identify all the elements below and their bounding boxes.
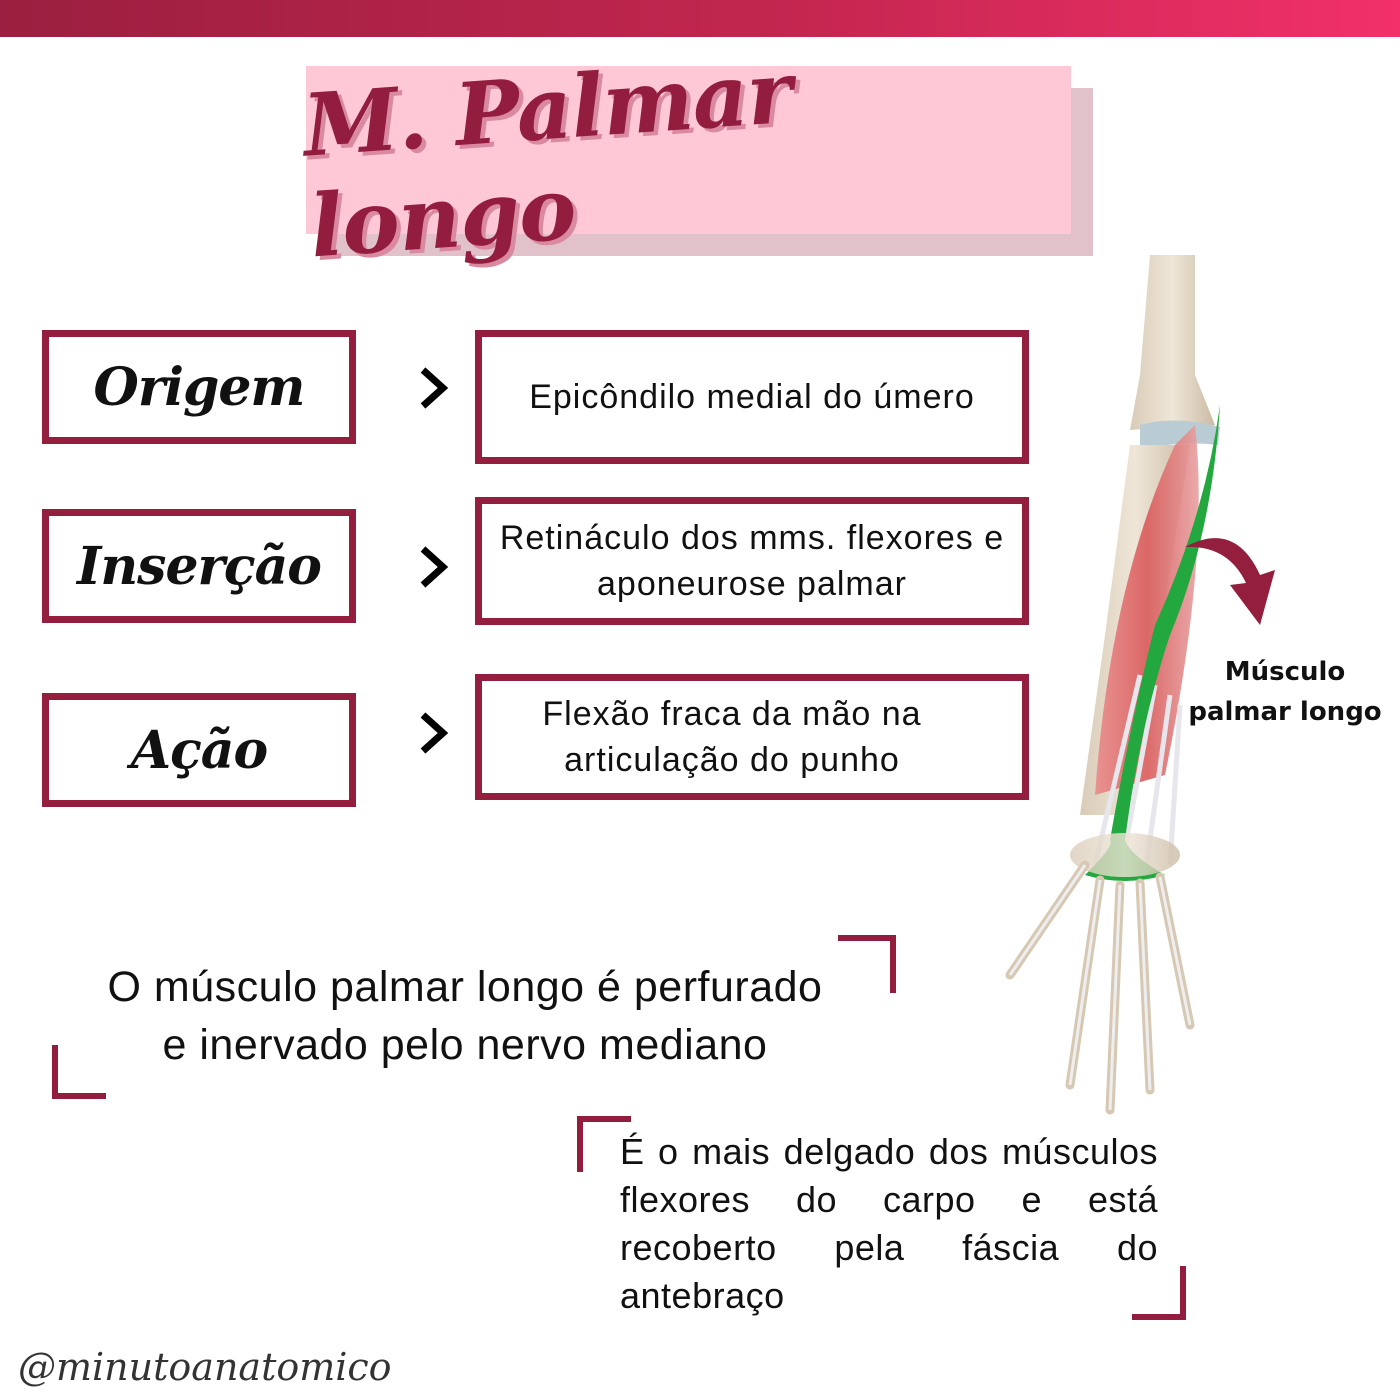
corner-bracket bbox=[577, 1116, 631, 1172]
label-box-acao: Ação bbox=[42, 693, 356, 807]
forearm-anatomy-illustration bbox=[1005, 255, 1220, 1115]
top-gradient-bar bbox=[0, 0, 1400, 37]
value-box-origem: Epicôndilo medial do úmero bbox=[475, 330, 1029, 464]
value-line: Retináculo dos mms. flexores e bbox=[499, 519, 1005, 557]
note-line: e inervado pelo nervo mediano bbox=[162, 1021, 768, 1069]
value-line: aponeurose palmar bbox=[597, 565, 907, 603]
value-line: Flexão fraca da mão na bbox=[542, 695, 922, 733]
note-line: O músculo palmar longo é perfurado bbox=[107, 963, 823, 1011]
innervation-note: O músculo palmar longo é perfurado e ine… bbox=[60, 958, 870, 1074]
label-acao: Ação bbox=[130, 719, 268, 781]
corner-bracket bbox=[52, 1045, 106, 1099]
caption-line: palmar longo bbox=[1188, 697, 1382, 727]
chevron-right-icon bbox=[420, 712, 449, 754]
label-origem: Origem bbox=[93, 356, 306, 418]
value-box-acao: Flexão fraca da mão na articulação do pu… bbox=[475, 674, 1029, 800]
curved-arrow-icon bbox=[1185, 538, 1275, 625]
value-insercao: Retináculo dos mms. flexores e aponeuros… bbox=[500, 515, 1004, 607]
caption-line: Músculo bbox=[1224, 657, 1346, 687]
description-note: É o mais delgado dos músculos flexores d… bbox=[620, 1131, 1158, 1316]
title-banner: M. Palmar longo bbox=[300, 42, 1071, 277]
value-origem: Epicôndilo medial do úmero bbox=[529, 374, 975, 420]
chevron-right-icon bbox=[420, 546, 449, 588]
muscle-caption: Músculo palmar longo bbox=[1180, 652, 1390, 732]
value-line: articulação do punho bbox=[564, 741, 900, 779]
value-box-insercao: Retináculo dos mms. flexores e aponeuros… bbox=[475, 497, 1029, 625]
chevron-right-icon bbox=[420, 367, 449, 409]
label-box-insercao: Inserção bbox=[42, 509, 356, 623]
corner-bracket bbox=[838, 935, 896, 993]
value-acao: Flexão fraca da mão na articulação do pu… bbox=[542, 691, 921, 783]
value-line: Epicôndilo medial do úmero bbox=[529, 378, 975, 416]
label-insercao: Inserção bbox=[77, 535, 322, 597]
corner-bracket bbox=[1132, 1266, 1186, 1320]
label-box-origem: Origem bbox=[42, 330, 356, 444]
author-handle: @minutoanatomico bbox=[18, 1345, 392, 1389]
